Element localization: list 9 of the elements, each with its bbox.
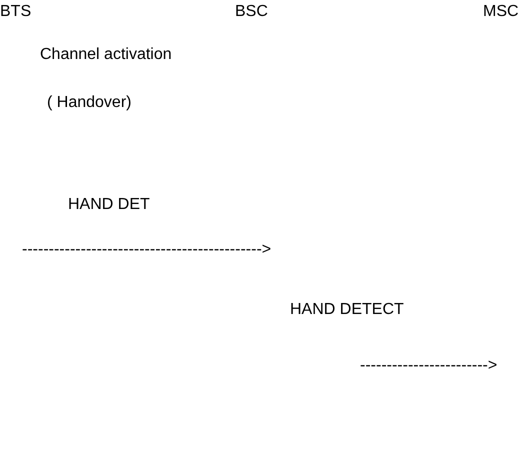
message-note: ( Handover): [47, 94, 132, 112]
message-name: HAND DETECT: [290, 301, 404, 319]
ascii-arrow: ------------------------>: [360, 357, 498, 375]
lane-heading: BTS: [0, 3, 32, 21]
message-name: HAND DET: [68, 196, 150, 214]
lane-heading: MSC: [483, 3, 519, 21]
lane-heading: BSC: [235, 3, 268, 21]
message-note: Channel activation: [40, 46, 172, 64]
ascii-arrow: --------------------------------------------->: [22, 241, 272, 259]
